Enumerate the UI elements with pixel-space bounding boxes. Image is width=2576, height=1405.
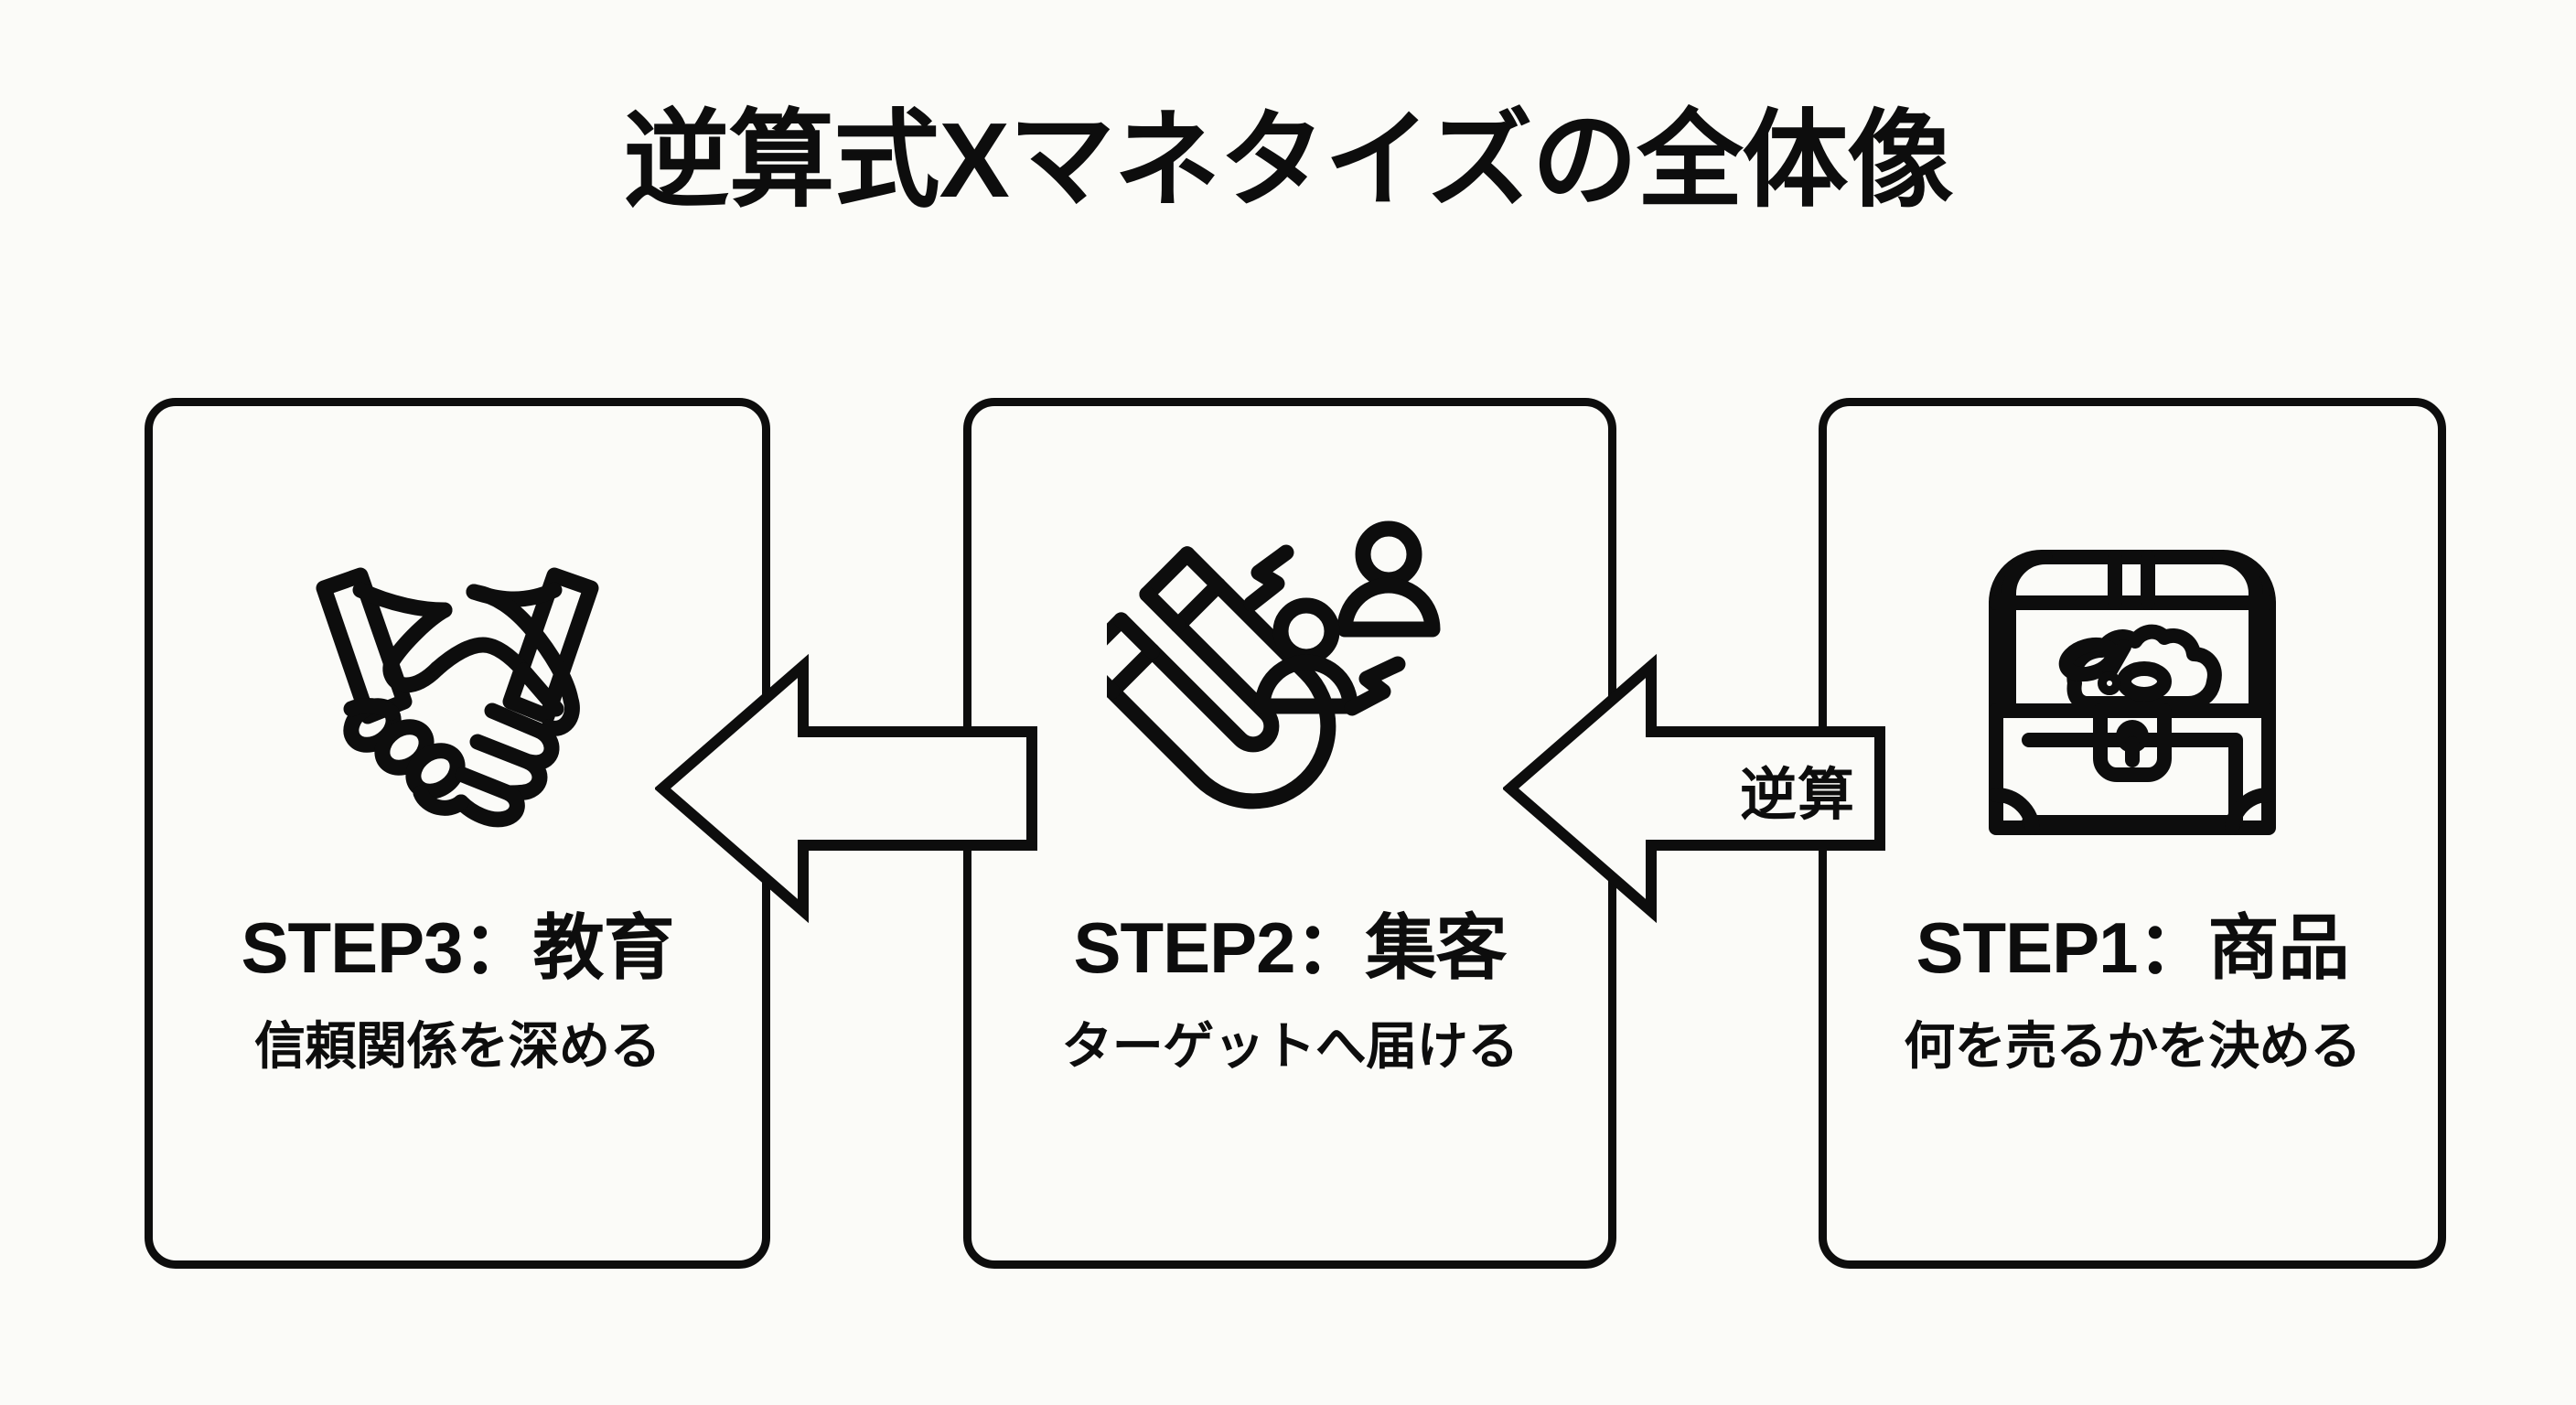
card-step3-subtitle: 信頼関係を深める [254, 1017, 661, 1075]
card-step1[interactable]: STEP1：商品 何を売るかを決める [1819, 398, 2446, 1269]
arrow-step2-to-step3 [655, 651, 1039, 926]
card-step3[interactable]: STEP3：教育 信頼関係を深める [145, 398, 770, 1269]
card-step3-title: STEP3：教育 [241, 907, 674, 988]
left-arrow-icon [655, 653, 1037, 924]
card-step1-icon-wrap [1827, 507, 2438, 873]
page-title: 逆算式Xマネタイズの全体像 [623, 101, 1954, 220]
card-step2-title: STEP2：集客 [1073, 907, 1507, 988]
arrow-step1-to-step2 [1503, 651, 1887, 926]
card-step2-subtitle: ターゲットへ届ける [1061, 1017, 1519, 1075]
handshake-icon [316, 567, 599, 828]
card-step2-icon-wrap [971, 502, 1608, 868]
card-step1-subtitle: 何を売るかを決める [1904, 1017, 2361, 1075]
magnet-attract-people-icon [1107, 520, 1441, 810]
arrow-label-gyakusan: 逆算 [1739, 764, 1855, 827]
left-arrow-icon [1503, 653, 1885, 924]
card-step3-icon-wrap [153, 525, 762, 873]
treasure-chest-icon [1989, 550, 2276, 835]
card-step2[interactable]: STEP2：集客 ターゲットへ届ける [963, 398, 1616, 1269]
card-step1-title: STEP1：商品 [1916, 907, 2349, 988]
